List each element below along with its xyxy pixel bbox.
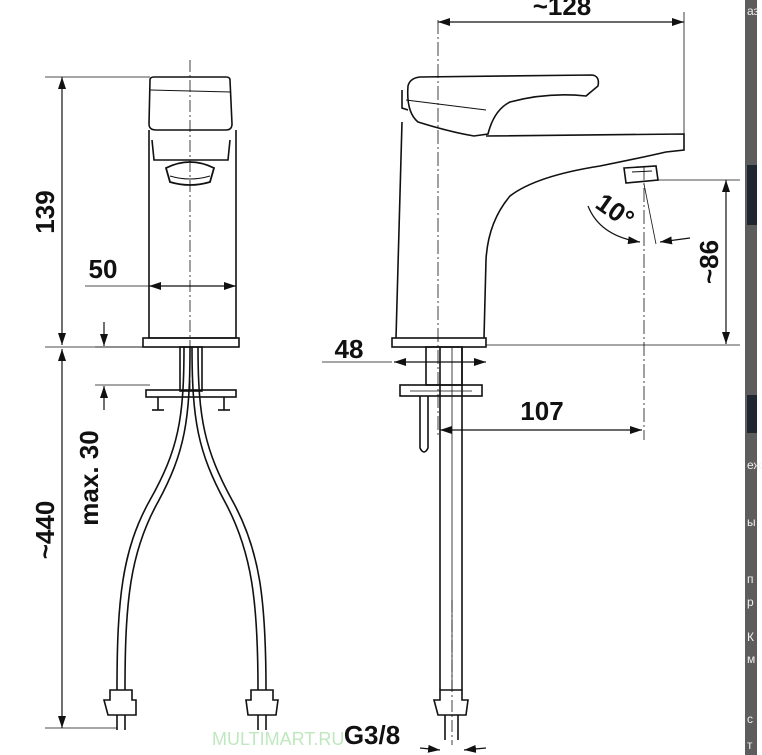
dim-label-max30: max. 30 — [74, 430, 104, 525]
side-view — [391, 20, 685, 745]
side-lever — [406, 74, 600, 137]
front-left-fitting — [102, 689, 137, 716]
side-panel-text-6: К — [747, 630, 754, 644]
dim-label-107: 107 — [520, 396, 563, 426]
side-panel: аз еж ы п р К м с т — [745, 0, 762, 755]
front-handle — [148, 76, 233, 131]
front-right-hose — [191, 346, 259, 691]
side-fitting — [432, 689, 469, 716]
side-body — [395, 121, 403, 339]
side-mount-plate — [399, 384, 483, 397]
front-handle-bevel — [149, 89, 232, 93]
front-cartridge — [151, 139, 231, 161]
side-dimensions — [322, 12, 740, 753]
dim-label-440: ~440 — [30, 501, 60, 560]
side-panel-text-1: аз — [747, 4, 760, 18]
front-right-fitting — [245, 689, 279, 716]
dim-label-50: 50 — [89, 254, 118, 284]
dim-label-angle: 10° — [590, 187, 639, 234]
dim-label-thread: G3/8 — [344, 720, 400, 750]
dim-label-128: ~128 — [533, 0, 592, 21]
angle-arc-10 — [587, 205, 641, 245]
side-panel-text-4: п — [747, 572, 754, 586]
front-view — [102, 60, 279, 730]
dim-label-86: ~86 — [694, 240, 724, 284]
side-spout-tip — [623, 165, 659, 184]
front-aerator — [164, 161, 216, 186]
side-panel-block-2 — [747, 395, 757, 433]
front-mount-plate — [145, 389, 237, 398]
faucet-technical-drawing: 139 50 ~440 max. 30 — [30, 0, 740, 753]
side-panel-text-3: ы — [747, 515, 756, 529]
front-left-hose — [116, 346, 185, 691]
side-panel-text-9: т — [747, 738, 753, 752]
side-panel-text-5: р — [747, 595, 754, 609]
side-panel-text-2: еж — [747, 458, 762, 472]
front-base-plate — [142, 337, 240, 348]
front-dimensions — [45, 76, 236, 729]
watermark: MULTIMART.RU — [212, 729, 344, 749]
dim-label-139: 139 — [30, 190, 60, 233]
side-panel-text-7: м — [747, 652, 756, 666]
side-panel-block-1 — [747, 165, 757, 225]
side-pin — [419, 396, 429, 453]
front-stud — [179, 346, 203, 392]
side-stud — [425, 346, 463, 386]
side-base-plate — [391, 337, 487, 348]
dim-label-48: 48 — [335, 334, 364, 364]
side-panel-text-8: с — [747, 712, 753, 726]
